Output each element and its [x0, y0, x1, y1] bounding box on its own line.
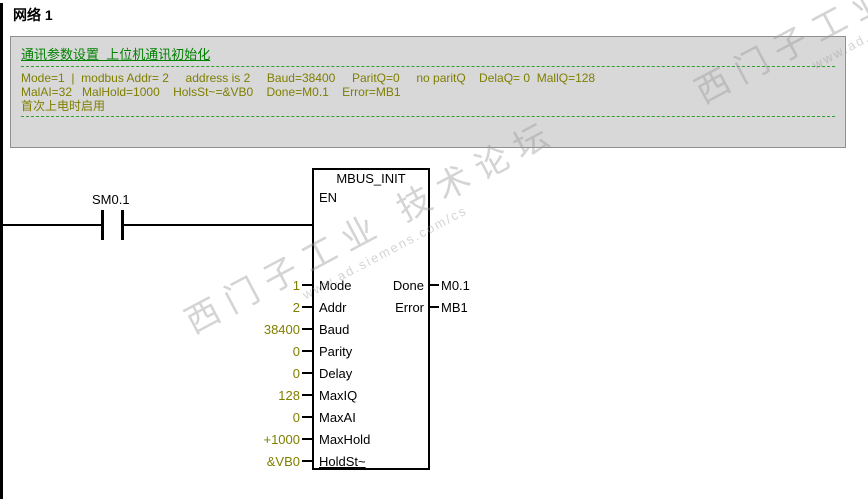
comment-line: MalAI=32 MalHold=1000 HolsSt~=&VB0 Done=… — [21, 85, 401, 99]
comment-title: 通讯参数设置 上位机通讯初始化 — [21, 47, 211, 62]
input-label-mode: Mode — [319, 278, 352, 293]
input-label-maxhold: MaxHold — [319, 432, 371, 447]
input-pin-maxai — [302, 416, 312, 418]
input-pin-delay — [302, 372, 312, 374]
block-en-input-label: EN — [319, 190, 338, 205]
contact-operand[interactable]: SM0.1 — [92, 192, 130, 207]
input-pin-mode — [302, 284, 312, 286]
input-operand-holdst[interactable]: &VB0 — [266, 454, 300, 469]
input-pin-maxhold — [302, 438, 312, 440]
input-label-delay: Delay — [319, 366, 353, 381]
output-pin-done — [430, 284, 439, 286]
input-operand-maxai[interactable]: 0 — [292, 410, 300, 425]
output-label-error: Error — [395, 300, 424, 315]
input-operand-parity[interactable]: 0 — [292, 344, 300, 359]
contact-symbol-right-bar[interactable] — [121, 210, 124, 240]
input-operand-mode[interactable]: 1 — [292, 278, 300, 293]
comment-divider-top — [21, 66, 835, 67]
input-label-addr: Addr — [319, 300, 347, 315]
contact-symbol-left-bar[interactable] — [101, 210, 104, 240]
wire-contact-to-block — [124, 224, 312, 226]
comment-line: Mode=1 | modbus Addr= 2 address is 2 Bau… — [21, 71, 596, 85]
wire-rail-to-contact — [3, 224, 101, 226]
block-title: MBUS_INIT — [336, 171, 406, 186]
input-operand-addr[interactable]: 2 — [292, 300, 300, 315]
mbus-init-block[interactable] — [312, 168, 430, 470]
input-label-maxai: MaxAI — [319, 410, 356, 425]
input-label-holdst: HoldSt~ — [319, 454, 366, 469]
output-pin-error — [430, 306, 439, 308]
network-comment-box[interactable]: 通讯参数设置 上位机通讯初始化 Mode=1 | modbus Addr= 2 … — [10, 36, 846, 148]
output-operand-done[interactable]: M0.1 — [441, 278, 470, 293]
input-pin-maxiq — [302, 394, 312, 396]
input-label-parity: Parity — [319, 344, 353, 359]
output-operand-error[interactable]: MB1 — [441, 300, 468, 315]
input-operand-delay[interactable]: 0 — [292, 366, 300, 381]
network-title[interactable]: 网络 1 — [13, 7, 53, 23]
input-pin-addr — [302, 306, 312, 308]
comment-line: 首次上电时启用 — [21, 99, 106, 113]
input-label-maxiq: MaxIQ — [319, 388, 358, 403]
input-pin-parity — [302, 350, 312, 352]
network-power-rail — [0, 3, 3, 499]
input-pin-holdst — [302, 460, 312, 462]
output-label-done: Done — [392, 278, 424, 293]
input-pin-baud — [302, 328, 312, 330]
input-operand-maxhold[interactable]: +1000 — [263, 432, 300, 447]
comment-divider-bottom — [21, 116, 835, 117]
input-operand-maxiq[interactable]: 128 — [278, 388, 300, 403]
input-operand-baud[interactable]: 38400 — [263, 322, 300, 337]
input-label-baud: Baud — [319, 322, 350, 337]
